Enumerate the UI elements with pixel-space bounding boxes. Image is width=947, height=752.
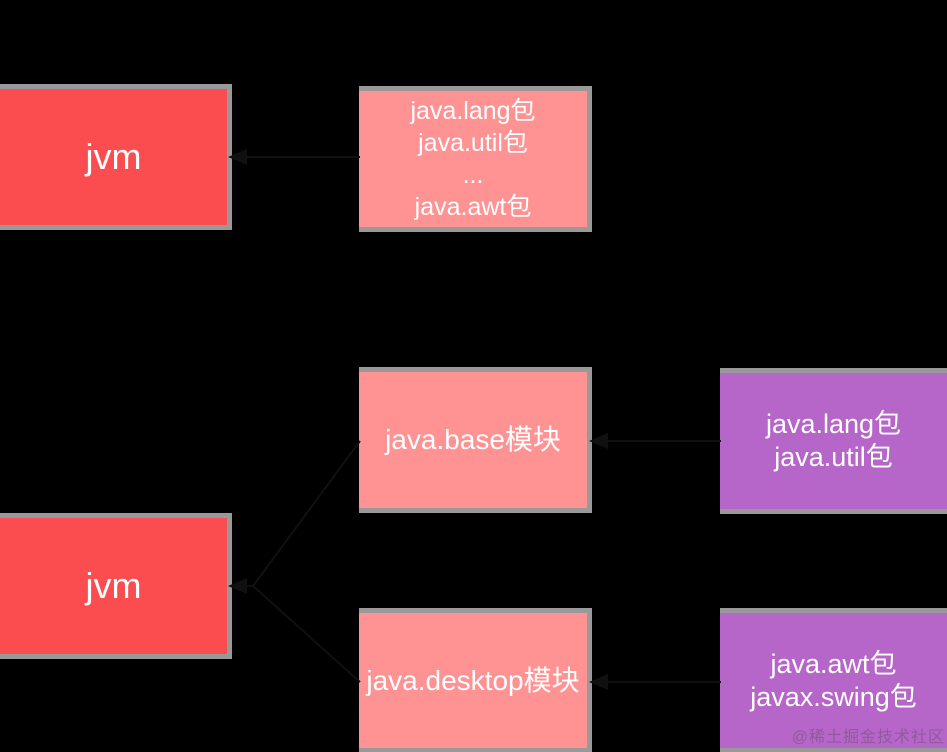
node-module-desktop: java.desktop模块 <box>359 608 592 752</box>
edge-module-base-jvm <box>252 440 361 587</box>
node-module-desktop-label: java.desktop模块 <box>366 664 580 696</box>
node-packages-base: java.lang包 java.util包 <box>720 368 947 514</box>
node-jvm-after-label: jvm <box>85 565 142 606</box>
node-packages-before: java.lang包 java.util包 ... java.awt包 <box>359 86 592 232</box>
node-jvm-after: jvm <box>0 513 232 659</box>
node-packages-before-line: java.awt包 <box>414 193 532 221</box>
node-packages-base-line: java.lang包 <box>765 409 902 439</box>
node-module-base-label: java.base模块 <box>385 424 561 455</box>
node-packages-before-line: ... <box>462 161 484 189</box>
node-packages-desktop-line: java.awt包 <box>770 648 897 679</box>
node-packages-desktop-line: javax.swing包 <box>750 681 917 712</box>
node-packages-base-line: java.util包 <box>774 442 893 472</box>
node-module-base: java.base模块 <box>359 367 592 513</box>
node-packages-before-line: java.lang包 <box>410 97 536 125</box>
node-packages-before-line: java.util包 <box>418 129 528 157</box>
watermark: @稀土掘金技术社区 <box>791 729 945 746</box>
node-jvm-before: jvm <box>0 84 232 230</box>
edge-module-desktop-jvm <box>252 585 361 683</box>
node-packages-desktop: java.awt包 javax.swing包 <box>720 608 947 752</box>
node-jvm-before-label: jvm <box>85 136 142 177</box>
